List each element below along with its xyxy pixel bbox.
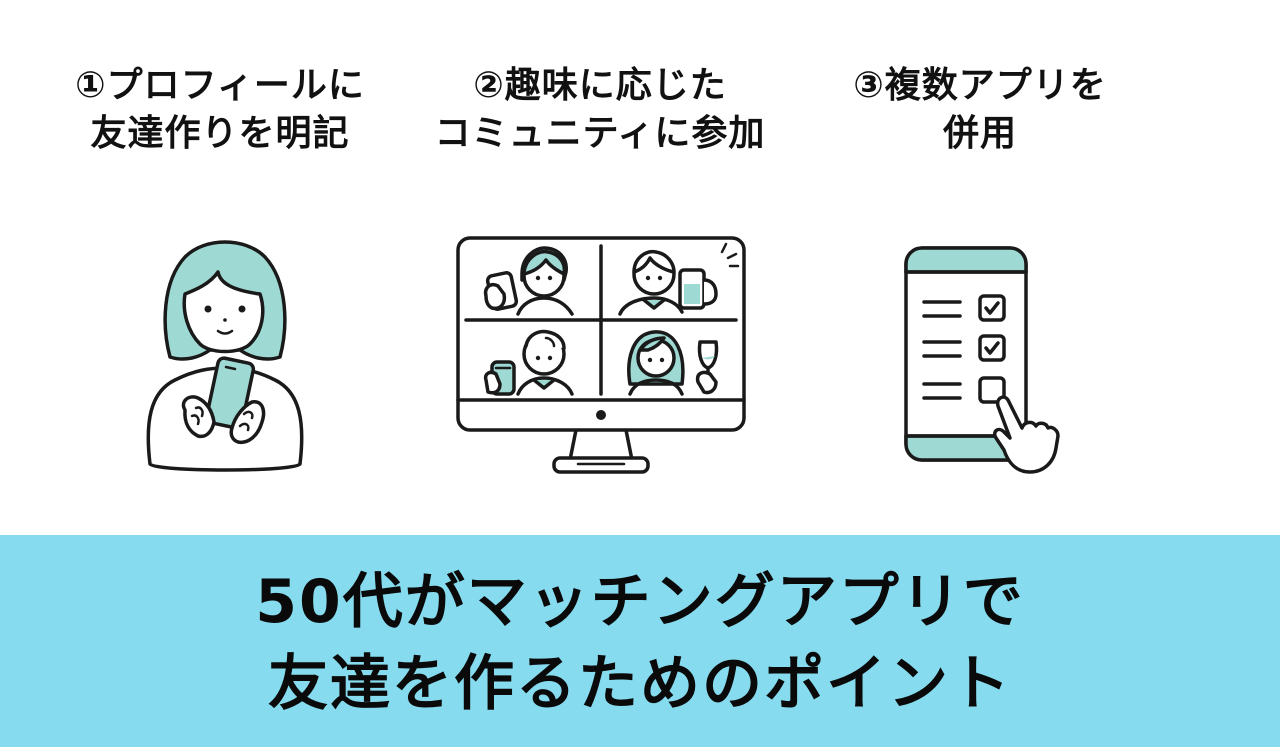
checklist-phone-icon [904,246,1060,474]
monitor-video-call-icon [456,236,746,474]
point-2-line-2: コミュニティに参加 [434,113,766,154]
point-1-heading: ①プロフィールに 友達作りを明記 [30,62,410,158]
point-3-line-1: ③複数アプリを [853,65,1107,106]
video-participant-2 [618,242,740,316]
point-2-line-1: ②趣味に応じた [473,65,727,106]
point-3-line-2: 併用 [942,113,1017,154]
video-participant-1 [483,246,574,316]
title-banner: 50代がマッチングアプリで 友達を作るためのポイント [0,535,1280,747]
checklist-row-3 [922,376,1006,404]
point-2-heading: ②趣味に応じた コミュニティに参加 [410,62,790,158]
banner-title-line-2: 友達を作るためのポイント [268,649,1012,719]
check-icon [984,341,1000,355]
check-icon [984,301,1000,315]
checklist-row-2 [922,334,1006,362]
video-participant-4 [627,330,719,396]
banner-title-line-1: 50代がマッチングアプリで [255,567,1025,637]
pointing-hand-icon [992,395,1060,474]
person-phone-icon [146,240,304,472]
checklist-row-1 [922,294,1006,322]
point-3-heading: ③複数アプリを 併用 [790,62,1170,158]
point-1-line-1: ①プロフィールに [75,65,365,106]
video-participant-3 [483,329,574,396]
point-1-line-2: 友達作りを明記 [90,113,350,154]
